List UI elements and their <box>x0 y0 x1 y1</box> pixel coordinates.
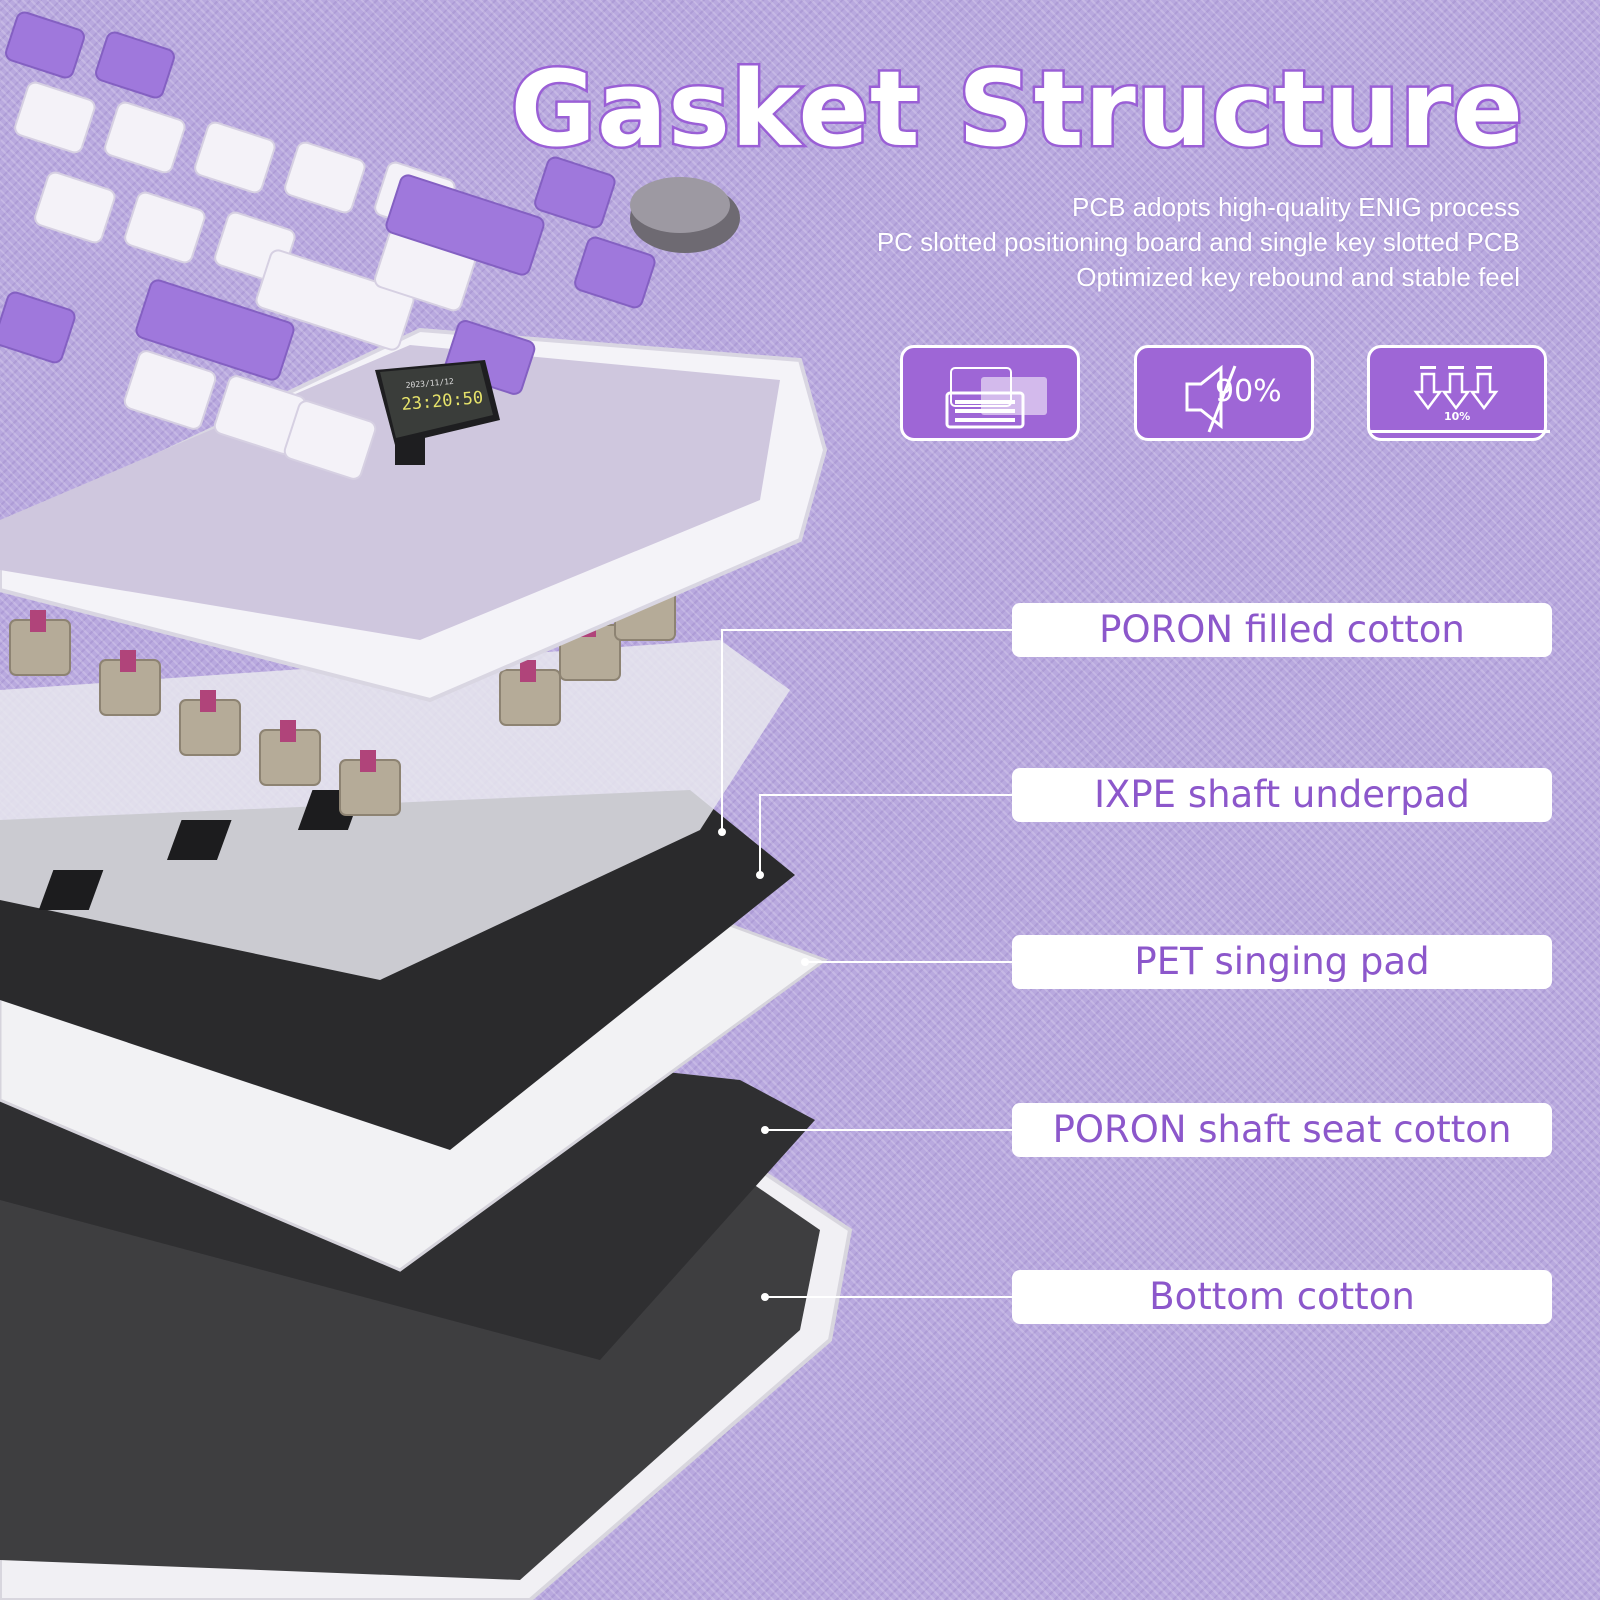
keycaps <box>0 11 656 480</box>
top-case-inner <box>0 345 780 640</box>
label-bottom-cotton: Bottom cotton <box>1012 1270 1552 1324</box>
subtitle: PCB adopts high-quality ENIG process PC … <box>877 190 1520 295</box>
subtitle-line: PCB adopts high-quality ENIG process <box>1072 192 1520 222</box>
volume-knob-top <box>630 177 730 233</box>
label-poron-filled-cotton: PORON filled cotton <box>1012 603 1552 657</box>
page-title: Gasket Structure <box>508 46 1525 173</box>
label-poron-shaft-seat-cotton: PORON shaft seat cotton <box>1012 1103 1552 1157</box>
muted-speaker-icon <box>1185 364 1237 433</box>
feature-badge-noise: 90% <box>1134 345 1314 441</box>
screen-date: 2023/11/12 <box>405 377 454 390</box>
keyboard-layers-icon <box>945 367 1047 429</box>
plate-cutouts <box>38 790 363 910</box>
feature-badge-layers <box>900 345 1080 441</box>
leader-lines <box>721 629 1012 1298</box>
subtitle-line: Optimized key rebound and stable feel <box>1076 262 1520 292</box>
down-arrows-icon <box>1370 366 1550 433</box>
feature-badge-rebound: 10% <box>1367 345 1550 441</box>
leader-dots <box>718 828 809 1301</box>
subtitle-line: PC slotted positioning board and single … <box>876 227 1520 257</box>
label-ixpe-shaft-underpad: IXPE shaft underpad <box>1012 768 1552 822</box>
lcd-screen: 2023/11/12 23:20:50 <box>375 360 500 465</box>
noise-reduction-value: 90% <box>1215 374 1282 409</box>
label-pet-singing-pad: PET singing pad <box>1012 935 1552 989</box>
rebound-value: 10% <box>1444 410 1471 423</box>
